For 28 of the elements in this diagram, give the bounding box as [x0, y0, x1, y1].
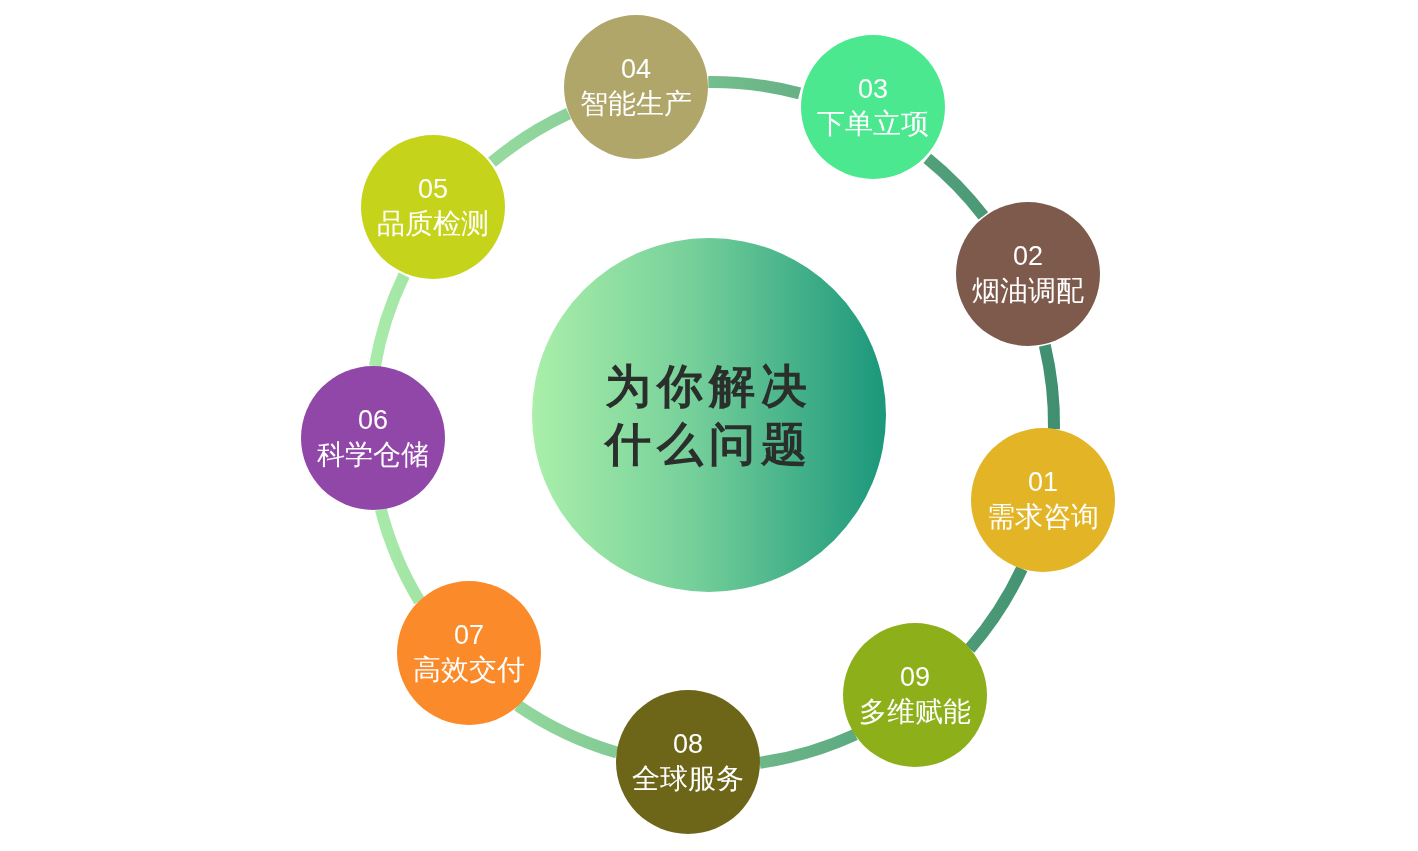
step-label: 全球服务 — [632, 762, 744, 796]
step-label: 品质检测 — [377, 207, 489, 241]
step-number: 09 — [899, 661, 930, 694]
step-number: 03 — [857, 73, 888, 106]
ring-arc — [369, 272, 410, 368]
step-label: 科学仓储 — [317, 438, 429, 472]
step-number: 01 — [1027, 466, 1058, 499]
step-label: 烟油调配 — [972, 274, 1084, 308]
ring-arc — [923, 153, 989, 220]
step-label: 高效交付 — [413, 653, 525, 687]
step-number: 07 — [453, 619, 484, 652]
center-title: 为你解决什么问题 — [603, 359, 814, 472]
step-label: 智能生产 — [580, 87, 692, 121]
step-number: 05 — [417, 173, 448, 206]
step-number: 06 — [357, 404, 388, 437]
step-number: 02 — [1012, 240, 1043, 273]
step-label: 多维赋能 — [859, 695, 971, 729]
ring-arc — [1038, 344, 1060, 430]
step-number: 04 — [620, 53, 651, 86]
step-label: 需求咨询 — [987, 500, 1099, 534]
ring-arc — [375, 507, 425, 605]
ring-arc — [708, 76, 801, 100]
ring-arc — [758, 729, 858, 769]
step-label: 下单立项 — [817, 107, 929, 141]
step-number: 08 — [672, 728, 703, 761]
ring-arc — [965, 565, 1028, 653]
ring-arc — [488, 108, 572, 167]
ring-arc — [514, 700, 619, 759]
